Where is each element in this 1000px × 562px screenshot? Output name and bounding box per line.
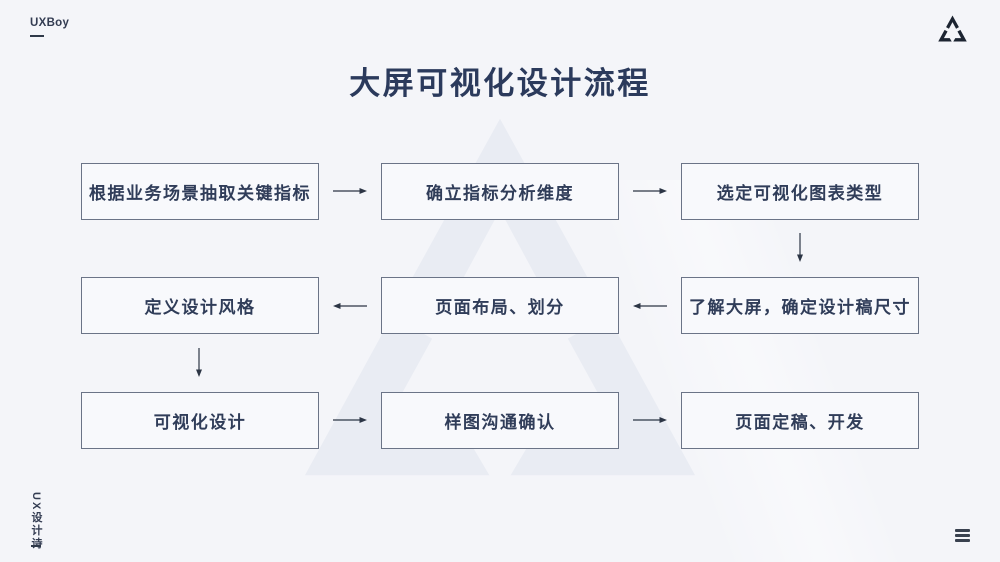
arrow-down-icon <box>795 233 805 262</box>
flow-step-page-layout-division: 页面布局、划分 <box>381 277 619 334</box>
arrow-right-icon <box>333 415 367 425</box>
flow-step-define-analysis-dimensions: 确立指标分析维度 <box>381 163 619 220</box>
background-sheen <box>480 180 1000 562</box>
hamburger-menu-icon[interactable] <box>953 527 972 544</box>
arrow-right-icon <box>333 186 367 196</box>
page-title: 大屏可视化设计流程 <box>349 66 651 101</box>
arrow-down-icon <box>194 348 204 377</box>
triangle-logo-icon <box>937 14 968 43</box>
arrow-right-icon <box>633 415 667 425</box>
flow-step-finalize-develop: 页面定稿、开发 <box>681 392 919 449</box>
brand-vertical-text: UX设计诗 <box>30 492 42 551</box>
flow-step-select-chart-types: 选定可视化图表类型 <box>681 163 919 220</box>
brand-vertical-dash <box>31 545 41 547</box>
flow-step-understand-screen-size: 了解大屏，确定设计稿尺寸 <box>681 277 919 334</box>
menu-bar <box>955 529 970 532</box>
arrow-right-icon <box>633 186 667 196</box>
flow-step-visual-design: 可视化设计 <box>81 392 319 449</box>
flow-step-sample-confirmation: 样图沟通确认 <box>381 392 619 449</box>
menu-bar <box>955 534 970 537</box>
arrow-left-icon <box>633 301 667 311</box>
brand-dash <box>30 35 44 37</box>
menu-bar <box>955 539 970 542</box>
brand-logo-text: UXBoy <box>30 17 70 29</box>
arrow-left-icon <box>333 301 367 311</box>
flow-step-extract-key-metrics: 根据业务场景抽取关键指标 <box>81 163 319 220</box>
flow-step-define-design-style: 定义设计风格 <box>81 277 319 334</box>
